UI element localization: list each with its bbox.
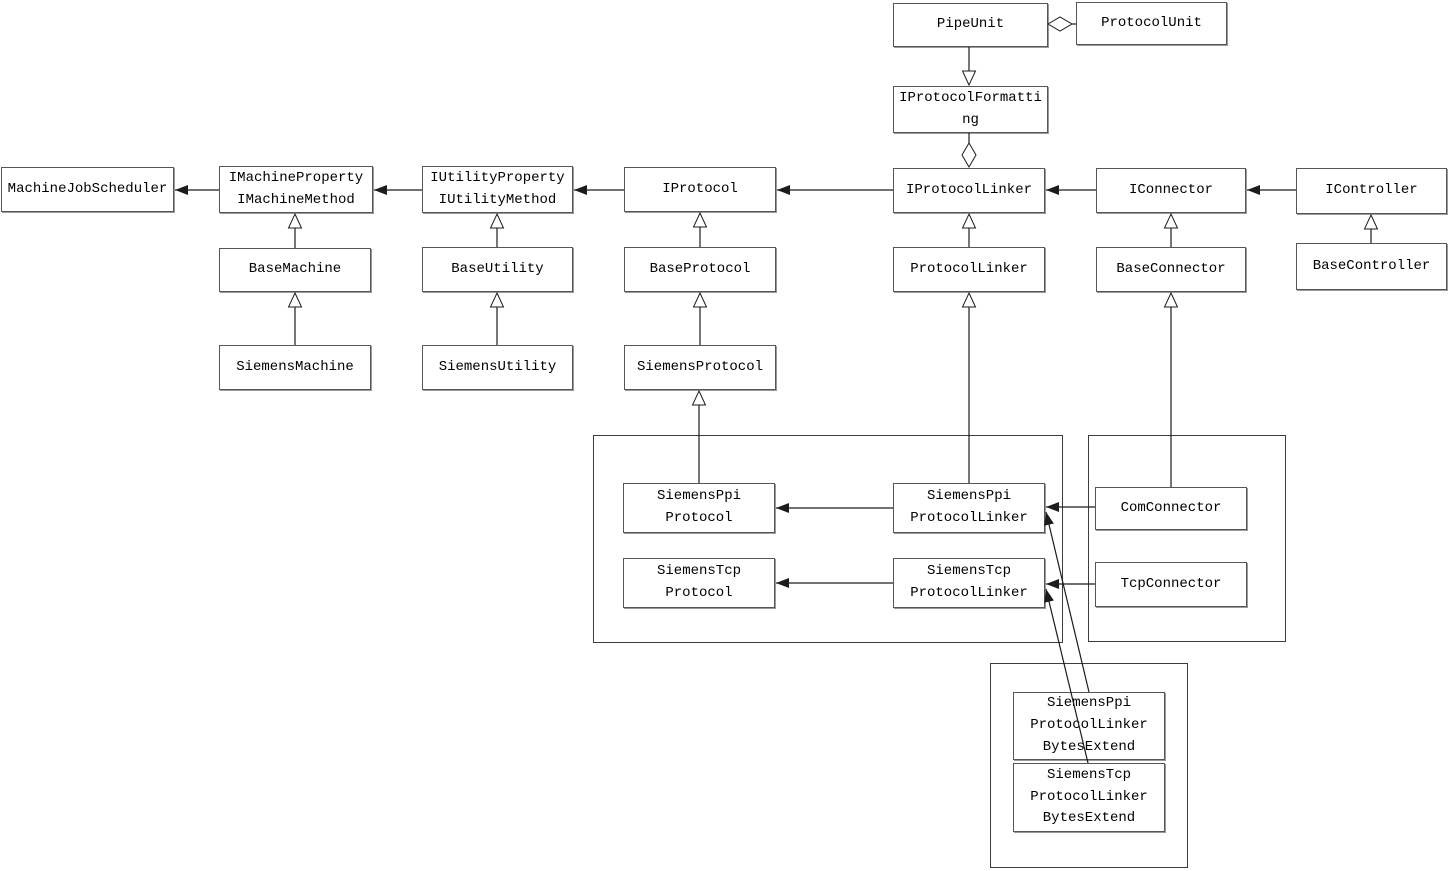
class-label-siemens-protocol: SiemensProtocol xyxy=(636,358,764,375)
class-box-icontroller: IController xyxy=(1296,168,1447,214)
edge-siemens-machine--base-machine xyxy=(287,291,303,345)
class-label-tcp-connector: TcpConnector xyxy=(1120,575,1222,592)
class-box-siemens-utility: SiemensUtility xyxy=(422,345,573,390)
class-label-siemens-utility: SiemensUtility xyxy=(438,358,557,375)
class-label-iprotocol-formatting: IProtocolFormatti ng xyxy=(899,89,1042,128)
class-label-siemens-machine: SiemensMachine xyxy=(236,358,354,375)
class-label-base-connector: BaseConnector xyxy=(1116,260,1226,277)
class-label-base-controller: BaseController xyxy=(1312,257,1431,274)
class-label-protocol-unit: ProtocolUnit xyxy=(1101,14,1202,31)
class-label-iprotocol: IProtocol xyxy=(662,180,738,197)
class-label-iutility: IUtilityProperty IUtilityMethod xyxy=(430,169,565,208)
edge-base-connector--iconnector xyxy=(1163,212,1179,247)
class-label-siemens-tcp-protocol-linker-bytes-extend: SiemensTcp ProtocolLinker BytesExtend xyxy=(1030,766,1148,827)
class-box-base-protocol: BaseProtocol xyxy=(624,247,776,292)
class-label-siemens-tcp-protocol-linker: SiemensTcp ProtocolLinker xyxy=(910,563,1028,601)
class-box-siemens-ppi-protocol-linker-bytes-extend: SiemensPpi ProtocolLinker BytesExtend xyxy=(1013,692,1165,760)
class-box-tcp-connector: TcpConnector xyxy=(1095,562,1247,607)
class-label-siemens-tcp-protocol: SiemensTcp Protocol xyxy=(656,563,741,601)
class-box-imachine: IMachineProperty IMachineMethod xyxy=(219,166,373,213)
class-box-base-utility: BaseUtility xyxy=(422,247,573,292)
edge-protocol-linker--iprotocol-linker xyxy=(961,212,977,247)
class-box-pipe-unit: PipeUnit xyxy=(893,3,1048,47)
class-label-machine-job-scheduler: MachineJobScheduler xyxy=(7,180,168,197)
class-box-machine-job-scheduler: MachineJobScheduler xyxy=(1,167,174,212)
class-box-base-controller: BaseController xyxy=(1296,243,1447,290)
edge-base-utility--iutility xyxy=(489,212,505,247)
class-box-protocol-unit: ProtocolUnit xyxy=(1076,2,1227,45)
class-label-pipe-unit: PipeUnit xyxy=(936,16,1005,33)
class-label-iprotocol-linker: IProtocolLinker xyxy=(905,181,1033,198)
class-label-siemens-ppi-protocol-linker-bytes-extend: SiemensPpi ProtocolLinker BytesExtend xyxy=(1030,695,1148,755)
class-box-iconnector: IConnector xyxy=(1096,168,1246,213)
class-label-base-protocol: BaseProtocol xyxy=(649,260,751,277)
class-box-siemens-protocol: SiemensProtocol xyxy=(624,345,776,390)
class-box-base-connector: BaseConnector xyxy=(1096,247,1246,292)
edge-base-machine--imachine xyxy=(287,212,303,248)
class-label-iconnector: IConnector xyxy=(1128,181,1213,198)
class-label-icontroller: IController xyxy=(1325,182,1418,199)
edge-icontroller--iconnector xyxy=(1247,185,1296,195)
class-label-protocol-linker: ProtocolLinker xyxy=(910,260,1028,277)
class-box-iprotocol: IProtocol xyxy=(624,167,776,212)
class-box-siemens-tcp-protocol-linker-bytes-extend: SiemensTcp ProtocolLinker BytesExtend xyxy=(1013,763,1165,832)
class-box-iutility: IUtilityProperty IUtilityMethod xyxy=(422,166,573,213)
edge-base-protocol--iprotocol xyxy=(692,211,708,247)
group-box-siemens-protocol-group xyxy=(593,435,1063,643)
class-label-com-connector: ComConnector xyxy=(1120,499,1222,516)
edge-iconnector--iprotocol-linker xyxy=(1046,185,1096,195)
edge-base-controller--icontroller xyxy=(1363,213,1379,243)
edge-iutility--imachine xyxy=(374,185,422,195)
class-box-base-machine: BaseMachine xyxy=(219,248,371,292)
edge-iprotocol-linker--iprotocol xyxy=(777,185,893,195)
edge-iprotocol--iutility xyxy=(574,185,624,195)
edge-imachine--machine-job-scheduler xyxy=(175,185,219,195)
edge-siemens-utility--base-utility xyxy=(489,291,505,345)
class-label-base-utility: BaseUtility xyxy=(451,260,544,277)
class-label-siemens-ppi-protocol: SiemensPpi Protocol xyxy=(656,488,741,526)
edge-iprotocol-formatting--iprotocol-linker xyxy=(961,133,977,168)
edge-protocol-unit--pipe-unit xyxy=(1047,16,1076,32)
class-box-iprotocol-formatting: IProtocolFormatti ng xyxy=(893,86,1048,133)
class-box-protocol-linker: ProtocolLinker xyxy=(893,247,1045,292)
class-box-siemens-tcp-protocol-linker: SiemensTcp ProtocolLinker xyxy=(893,558,1045,608)
class-box-siemens-tcp-protocol: SiemensTcp Protocol xyxy=(623,558,775,608)
class-label-imachine: IMachineProperty IMachineMethod xyxy=(228,169,364,208)
group-box-connector-group xyxy=(1088,435,1286,642)
class-box-siemens-machine: SiemensMachine xyxy=(219,345,371,390)
class-box-com-connector: ComConnector xyxy=(1095,487,1247,530)
edge-pipe-unit--iprotocol-formatting xyxy=(961,47,977,87)
class-label-base-machine: BaseMachine xyxy=(248,261,342,278)
class-box-iprotocol-linker: IProtocolLinker xyxy=(893,168,1045,213)
class-box-siemens-ppi-protocol-linker: SiemensPpi ProtocolLinker xyxy=(893,483,1045,533)
class-label-siemens-ppi-protocol-linker: SiemensPpi ProtocolLinker xyxy=(910,488,1028,526)
class-box-siemens-ppi-protocol: SiemensPpi Protocol xyxy=(623,483,775,533)
edge-siemens-protocol--base-protocol xyxy=(692,291,708,345)
